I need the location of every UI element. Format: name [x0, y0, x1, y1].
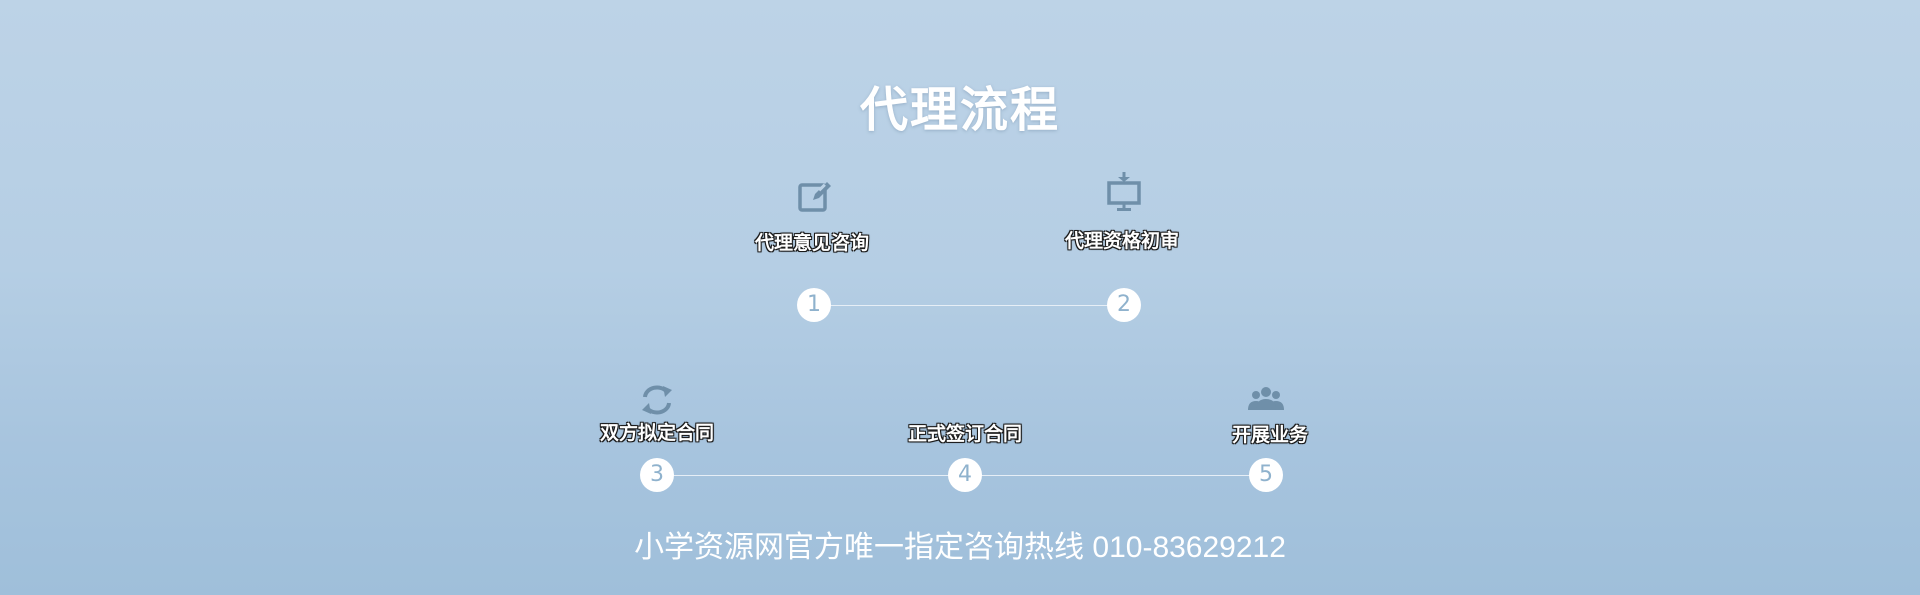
users-icon	[1248, 387, 1284, 410]
step-label: 开展业务	[1231, 424, 1308, 446]
step-label: 双方拟定合同	[599, 422, 714, 444]
hotline-text: 小学资源网官方唯一指定咨询热线 010-83629212	[634, 531, 1286, 564]
edit-icon	[798, 182, 831, 212]
refresh-icon	[642, 385, 672, 415]
step-number: 3	[640, 458, 674, 492]
step-number: 1	[797, 288, 831, 322]
step-label: 正式签订合同	[907, 423, 1022, 445]
step-number: 5	[1249, 458, 1283, 492]
monitor-download-icon	[1107, 172, 1141, 211]
step-number: 2	[1107, 288, 1141, 322]
connector-line-top	[814, 305, 1124, 306]
step-label: 代理意见咨询	[754, 232, 869, 254]
page-title: 代理流程	[859, 82, 1060, 138]
step-number: 4	[948, 458, 982, 492]
step-label: 代理资格初审	[1064, 230, 1179, 252]
